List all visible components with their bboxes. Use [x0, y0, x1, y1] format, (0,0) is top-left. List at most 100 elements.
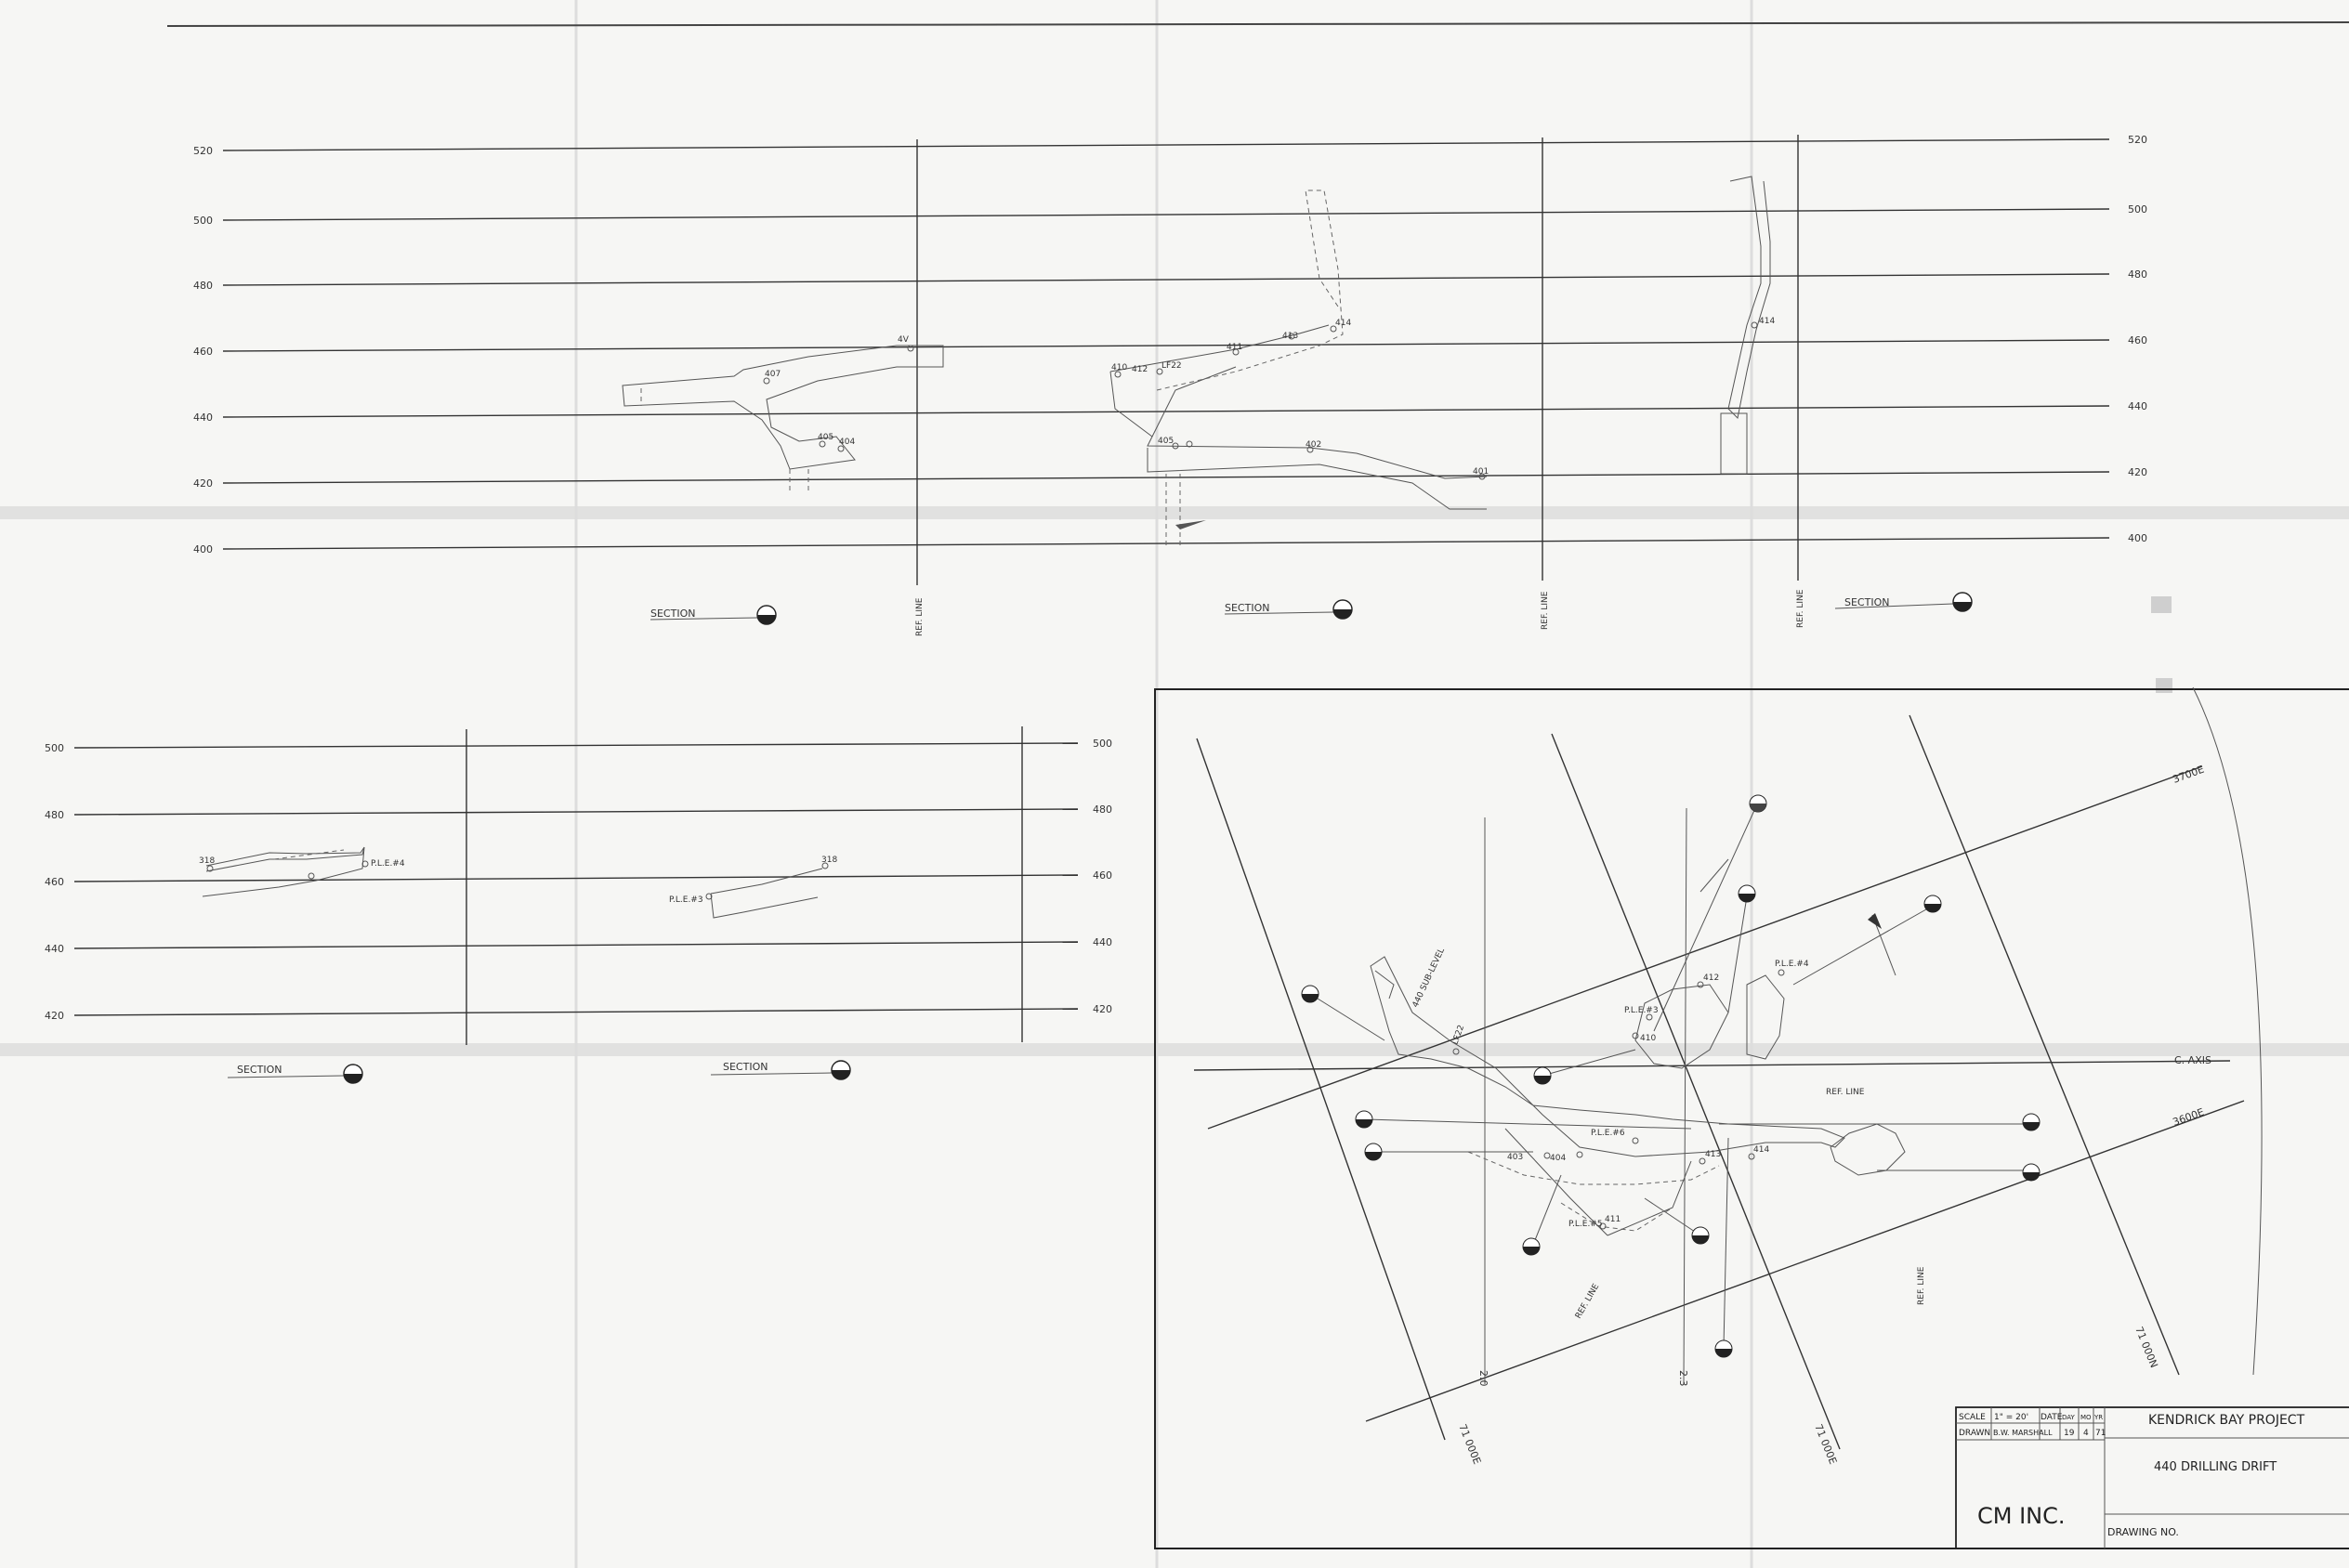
level-label: 520: [193, 145, 213, 157]
hole-marker: [1691, 1226, 1710, 1245]
hole-label: 318: [821, 856, 837, 865]
grid-label: 71 000N: [2132, 1325, 2160, 1369]
level-label: 420: [1093, 1003, 1112, 1015]
scan-mark: [2156, 678, 2172, 693]
hole-marker: [1522, 1237, 1541, 1256]
drawing-no-label: DRAWING NO.: [2107, 1526, 2179, 1538]
date-label: DATE: [2041, 1413, 2063, 1422]
drill-holes: [1301, 794, 2041, 1358]
ref-line-label: REF. LINE: [915, 597, 925, 636]
section-2-drift: 410 412 LF22 411 413 414 401 405 402: [1109, 189, 1489, 548]
hole-marker: [2022, 1113, 2041, 1131]
project-title: KENDRICK BAY PROJECT: [2148, 1413, 2305, 1428]
grid-label: 3600E: [2172, 1106, 2206, 1129]
scan-mark: [2151, 596, 2172, 613]
grid-label: 71 000E: [1812, 1422, 1839, 1466]
hole-label: 412: [1703, 973, 1719, 983]
hole-label: 318: [199, 856, 215, 866]
lower-section-marker-1: SECTION: [227, 1064, 363, 1084]
hole-marker: [1749, 794, 1767, 813]
level-label: 480: [2128, 268, 2147, 281]
hole-label: 402: [1306, 440, 1321, 450]
axis-label: C. AXIS: [2174, 1054, 2211, 1066]
level-label: 520: [2128, 134, 2147, 146]
grid-label: 2.3: [1677, 1370, 1689, 1387]
top-border: [166, 21, 2349, 27]
ref-line-label: REF. LINE: [1574, 1282, 1602, 1320]
hole-label: 410: [1111, 363, 1127, 372]
section-label: SECTION: [1844, 596, 1889, 608]
level-label: 440: [1093, 936, 1112, 948]
plan-hole-labels: P.L.E.#3 P.L.E.#4 P.L.E.#5 P.L.E.#6 LF22…: [1450, 960, 1809, 1230]
level-note: 440 SUB-LEVEL: [1411, 947, 1447, 1009]
hole-label: P.L.E.#4: [1775, 960, 1809, 969]
hole-label: P.L.E.#3: [1624, 1006, 1659, 1015]
lower-section-2-drift: P.L.E.#3 318: [669, 856, 837, 919]
drawing-title: 440 DRILLING DRIFT: [2154, 1460, 2277, 1474]
ref-line-label: REF. LINE: [1541, 591, 1550, 630]
level-label: 500: [45, 742, 64, 754]
hole-marker: [1301, 985, 1319, 1003]
grid-label: 2.0: [1477, 1370, 1489, 1387]
level-label: 460: [193, 346, 213, 358]
hole-marker: [1714, 1339, 1733, 1358]
grid-label: 71 000E: [1456, 1422, 1483, 1466]
hole-label: P.L.E.#4: [371, 859, 405, 869]
hole-label: 414: [1759, 317, 1775, 326]
level-label: 480: [193, 280, 213, 292]
upper-sections: 520 500 480 460 440 420 400 520 500 480 …: [193, 134, 2172, 693]
hole-label: P.L.E.#5: [1568, 1220, 1603, 1229]
section-marker-3: SECTION: [1834, 592, 1973, 612]
plan-border: [1154, 688, 2349, 1549]
hole-label: 411: [1227, 343, 1242, 352]
hole-marker: [1923, 895, 1942, 913]
section-1-drift: 407 4V 405 404: [622, 335, 944, 490]
lower-section-1-drift: 318 P.L.E.#4: [199, 846, 405, 897]
section-label: SECTION: [1225, 602, 1269, 614]
level-label: 460: [1093, 869, 1112, 882]
hole-label: 412: [1132, 365, 1148, 374]
lower-sections: 500 480 460 440 420 500 480 460 440 420 …: [45, 726, 1112, 1084]
date-month: 4: [2083, 1429, 2089, 1438]
ref-line-label: REF. LINE: [1826, 1088, 1865, 1097]
level-label: 420: [193, 477, 213, 490]
level-label: 460: [2128, 334, 2147, 346]
hole-label: 407: [765, 370, 781, 379]
drawn-label: DRAWN: [1959, 1429, 1990, 1438]
level-label: 420: [45, 1010, 64, 1022]
hole-label: 403: [1507, 1153, 1523, 1162]
hole-label: 411: [1605, 1215, 1621, 1224]
section-3-drift: 414: [1720, 176, 1775, 475]
hole-label: 414: [1753, 1145, 1769, 1155]
hole-label: 4V: [898, 335, 910, 345]
hole-label: 405: [1158, 437, 1174, 446]
hole-marker: [1533, 1066, 1552, 1085]
level-label: 440: [45, 943, 64, 955]
upper-left-level-labels: 520 500 480 460 440 420 400: [193, 145, 213, 555]
hole-marker: [1364, 1143, 1383, 1161]
scale-value: 1" = 20': [1994, 1413, 2028, 1422]
level-label: 400: [193, 543, 213, 555]
level-label: 460: [45, 876, 64, 888]
level-label: 500: [1093, 738, 1112, 750]
ref-line-label: REF. LINE: [1917, 1266, 1926, 1305]
hole-label: 401: [1473, 467, 1489, 477]
level-label: 500: [193, 215, 213, 227]
level-label: 440: [193, 412, 213, 424]
hole-marker: [2022, 1163, 2041, 1182]
hole-label: 410: [1640, 1034, 1656, 1043]
level-label: 480: [45, 809, 64, 821]
grid-label: 3700E: [2172, 764, 2206, 786]
hole-label: P.L.E.#3: [669, 895, 703, 905]
section-label: SECTION: [650, 608, 695, 620]
date-year: 71: [2095, 1429, 2106, 1438]
hole-marker: [1355, 1110, 1373, 1129]
hole-marker: [1738, 884, 1756, 903]
hole-label: 404: [1550, 1154, 1566, 1163]
ref-line-label: REF. LINE: [1796, 589, 1805, 628]
level-label: 420: [2128, 466, 2147, 478]
title-block: SCALE 1" = 20' DATE DAY MO YR DRAWN B.W.…: [1955, 1406, 2349, 1549]
hole-label: LF22: [1161, 361, 1182, 371]
